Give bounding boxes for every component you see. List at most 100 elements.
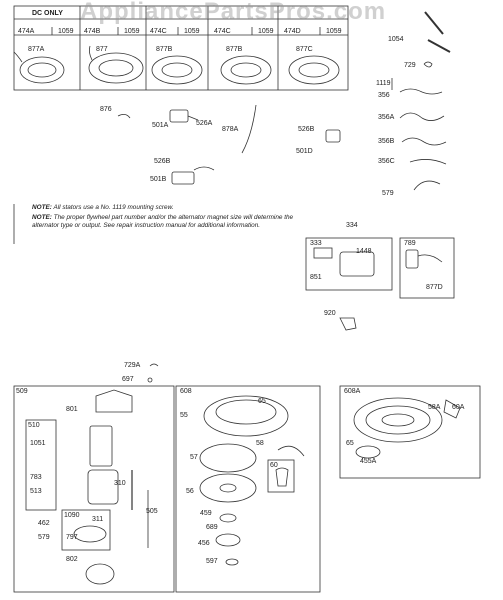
note-1-text: All stators use a No. 1119 mounting scre… (53, 204, 174, 211)
label-462: 462 (38, 520, 50, 527)
part-1448-icon (339, 251, 375, 277)
label-689: 689 (206, 524, 218, 531)
note-2-text: The proper flywheel part number and/or t… (32, 214, 294, 229)
label-1051: 1051 (30, 440, 46, 447)
wire-356-icon (399, 88, 443, 95)
stator-877c-icon (288, 55, 340, 85)
code-474a: 474A (18, 28, 35, 35)
label-334: 334 (346, 222, 358, 229)
dc-only-label: DC ONLY (32, 10, 63, 17)
label-333: 333 (310, 240, 322, 247)
label-501d: 501D (296, 148, 313, 155)
label-1090: 1090 (64, 512, 80, 519)
label-505: 505 (146, 508, 158, 515)
spring-57-icon (199, 443, 257, 473)
part-1054-icon (424, 11, 444, 35)
label-311: 311 (92, 516, 104, 523)
label-60: 60 (270, 462, 278, 469)
label-501b: 501B (150, 176, 167, 183)
box-333 (305, 237, 393, 291)
label-356b: 356B (378, 138, 395, 145)
label-608: 608 (180, 388, 192, 395)
stator-877b-icon (151, 55, 203, 85)
plate-802-icon (85, 563, 115, 585)
label-801: 801 (66, 406, 78, 413)
label-1054: 1054 (388, 36, 404, 43)
starter-cap-801-icon (95, 389, 133, 413)
rope-58-icon (277, 445, 305, 457)
note-2: NOTE: The proper flywheel part number an… (32, 214, 302, 230)
label-877: 877 (96, 46, 108, 53)
label-58: 58 (256, 440, 264, 447)
label-509: 509 (16, 388, 28, 395)
harness-877d-icon (405, 249, 419, 269)
code-1059-c: 1059 (184, 28, 200, 35)
label-920: 920 (324, 310, 336, 317)
label-310: 310 (114, 480, 126, 487)
code-1059-a: 1059 (58, 28, 74, 35)
label-802: 802 (66, 556, 78, 563)
box-608 (175, 385, 321, 593)
armature-icon (89, 425, 113, 467)
part-920-icon (339, 317, 357, 331)
code-474b: 474B (84, 28, 101, 35)
label-579-b: 579 (38, 534, 50, 541)
wire-356b-icon (401, 137, 447, 146)
label-510: 510 (28, 422, 40, 429)
label-878a: 878A (222, 126, 239, 133)
label-455a: 455A (360, 458, 377, 465)
label-65-b: 65 (346, 440, 354, 447)
label-729a: 729A (124, 362, 141, 369)
gear-797-icon (73, 525, 107, 543)
rectifier-501d-icon (325, 129, 341, 143)
note-1-prefix: NOTE: (32, 204, 52, 211)
box-789 (399, 237, 455, 299)
label-56: 56 (186, 488, 194, 495)
watermark: AppliancePartsPros.com (80, 0, 387, 25)
label-356a: 356A (378, 114, 395, 121)
part-876-icon (117, 114, 131, 119)
harness-878a-icon (241, 104, 257, 154)
box-1090 (61, 509, 111, 551)
box-510 (25, 419, 57, 511)
code-1059-e: 1059 (326, 28, 342, 35)
label-513: 513 (30, 488, 42, 495)
label-456: 456 (198, 540, 210, 547)
wire-356c-icon (409, 159, 447, 165)
recoil-58a-icon (353, 397, 443, 443)
label-356c: 356C (378, 158, 395, 165)
stator-877b-2-icon (220, 55, 272, 85)
label-783: 783 (30, 474, 42, 481)
code-474d: 474D (284, 28, 301, 35)
rectifier-501a-icon (169, 109, 189, 123)
screw-597-icon (225, 558, 239, 566)
label-55: 55 (180, 412, 188, 419)
code-474c: 474C (150, 28, 167, 35)
code-1059-d: 1059 (258, 28, 274, 35)
cup-456-icon (215, 533, 241, 547)
label-459: 459 (200, 510, 212, 517)
label-608a: 608A (344, 388, 361, 395)
stator-group-frame (13, 5, 349, 91)
stator-877a-icon (13, 51, 65, 84)
label-579: 579 (382, 190, 394, 197)
label-526b: 526B (154, 158, 171, 165)
label-789: 789 (404, 240, 416, 247)
label-58a: 58A (428, 404, 441, 411)
part-697-icon (147, 377, 153, 383)
handle-60a-icon (443, 399, 461, 419)
rectifier-501b-icon (171, 171, 195, 185)
label-697: 697 (122, 376, 134, 383)
label-526a: 526A (196, 120, 213, 127)
cup-455a-icon (355, 445, 381, 459)
wire-356a-icon (399, 112, 445, 121)
label-797: 797 (66, 534, 78, 541)
note-2-prefix: NOTE: (32, 214, 52, 221)
label-356: 356 (378, 92, 390, 99)
label-877b-2: 877B (226, 46, 243, 53)
label-526b-top: 526B (298, 126, 315, 133)
label-65: 65 (258, 398, 266, 405)
label-877c: 877C (296, 46, 313, 53)
part-729a-icon (149, 363, 159, 367)
